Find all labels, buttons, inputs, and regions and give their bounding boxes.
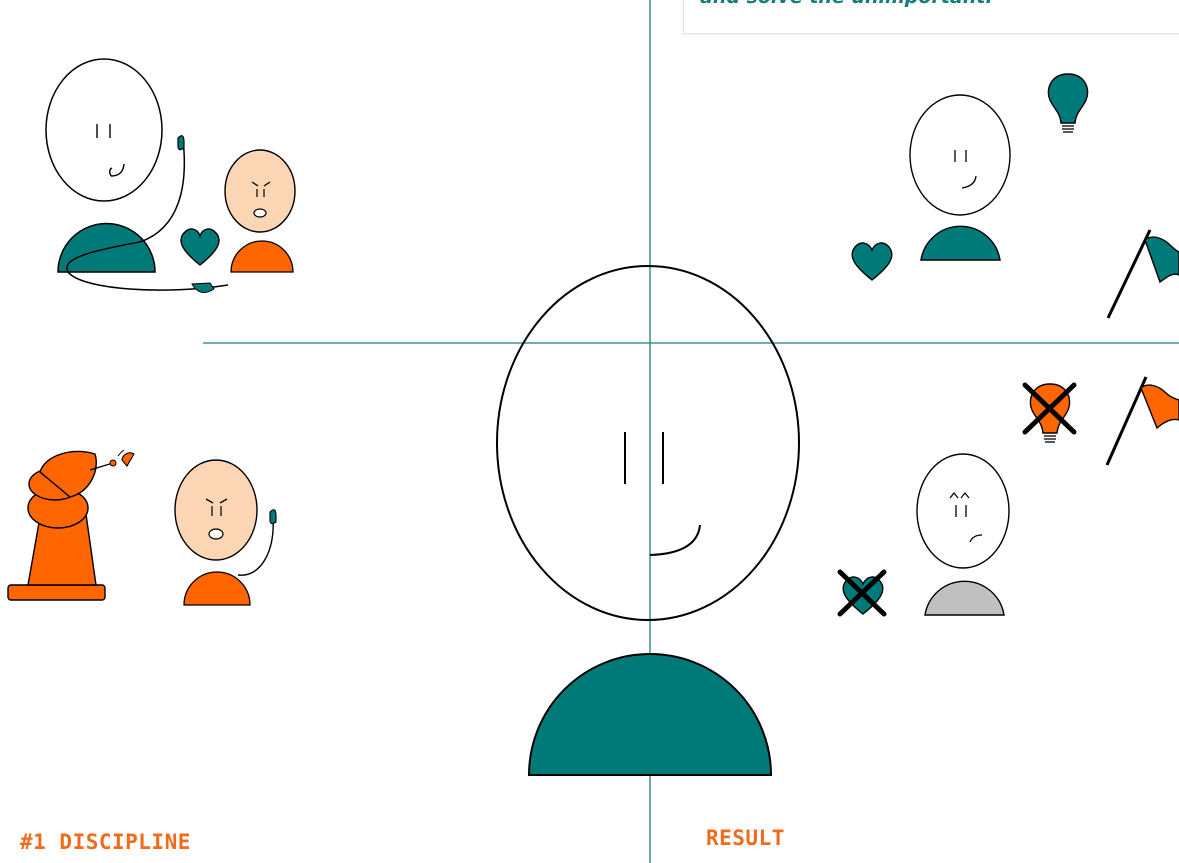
heart-icon — [852, 243, 892, 280]
angry-person-body — [231, 241, 293, 272]
phone-icon — [178, 136, 184, 150]
top-left-scene — [46, 59, 295, 293]
bottom-right-scene — [840, 377, 1179, 615]
happy-person-head — [910, 95, 1010, 215]
bottom-left-scene — [8, 450, 276, 605]
telescope-icon — [8, 450, 134, 600]
label-discipline: #1 DISCIPLINE — [20, 830, 191, 854]
sad-person-body — [925, 581, 1004, 615]
center-mouth — [650, 525, 700, 555]
sad-person-head — [917, 454, 1009, 568]
angry-person-2-body — [184, 572, 250, 605]
top-right-scene — [852, 74, 1179, 318]
flag-icon — [1107, 377, 1179, 465]
angry2-mouth — [209, 529, 223, 539]
big-person-body — [58, 224, 155, 272]
big-person-head — [46, 59, 162, 201]
happy-person-body — [921, 226, 1000, 260]
phone-icon — [270, 510, 276, 524]
label-result: RESULT — [706, 826, 785, 850]
center-person-body — [529, 654, 771, 775]
angry-person-2-head — [175, 460, 257, 560]
angry-person-head — [225, 150, 295, 232]
heart-icon — [181, 229, 219, 265]
center-person-head — [497, 266, 799, 620]
angry-mouth — [254, 209, 266, 217]
phone-receiver-icon — [192, 283, 214, 293]
lightbulb-icon — [1048, 74, 1087, 132]
flag-icon — [1108, 230, 1179, 318]
